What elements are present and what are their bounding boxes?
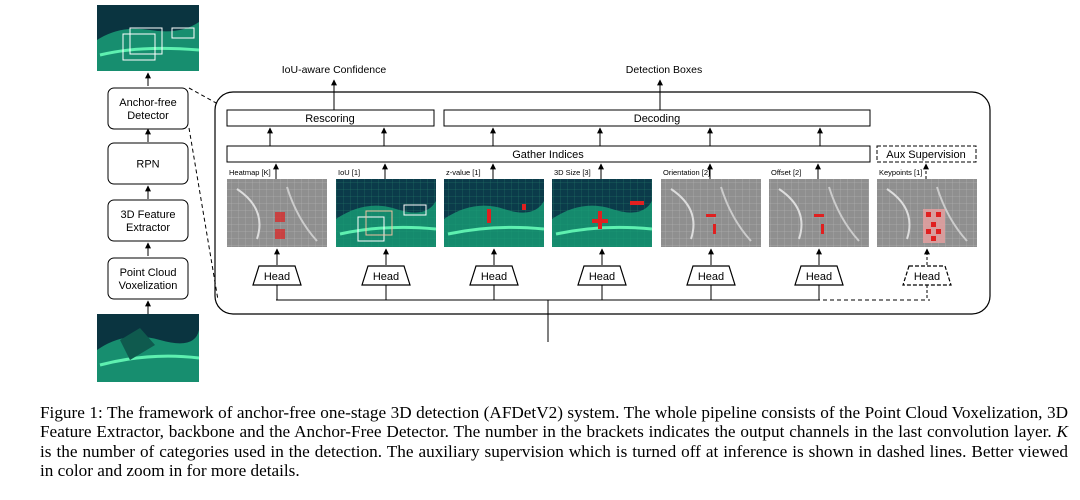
head-block-4	[686, 265, 736, 286]
head-output-label: z-value [1]	[446, 168, 481, 177]
gather-indices-label: Gather Indices	[512, 149, 584, 161]
rescoring-label: Rescoring	[305, 113, 355, 125]
gather-indices-block	[226, 145, 871, 163]
head-block-2	[469, 265, 519, 286]
caption-text-2: is the number of categories used in the …	[40, 441, 1068, 481]
output-confidence-label: IoU-aware Confidence	[282, 64, 387, 76]
caption-var: K	[1056, 422, 1068, 442]
pipeline-step-label: RPN	[136, 159, 159, 171]
aux-supervision-block	[876, 145, 977, 163]
head-block-3	[577, 265, 627, 286]
feature-map-2	[444, 179, 545, 247]
caption-text-1: Figure 1: The framework of anchor-free o…	[40, 403, 1068, 442]
pointcloud-input-image	[97, 314, 200, 382]
detector-container	[214, 91, 991, 315]
head-label: Head	[806, 271, 832, 283]
head-output-label: 3D Size [3]	[554, 168, 591, 177]
head-output-label: IoU [1]	[338, 168, 360, 177]
head-label: Head	[698, 271, 724, 283]
head-output-label: Offset [2]	[771, 168, 801, 177]
head-output-label: Keypoints [1]	[879, 168, 922, 177]
pipeline-step-3	[107, 257, 189, 300]
feature-map-6	[877, 179, 977, 247]
head-output-label: Orientation [2]	[663, 168, 710, 177]
head-label: Head	[264, 271, 290, 283]
feature-map-3	[552, 179, 653, 247]
decoding-block	[443, 109, 871, 127]
head-block-6	[902, 265, 952, 286]
rescoring-block	[226, 109, 435, 127]
head-label: Head	[589, 271, 615, 283]
figure-caption: Figure 1: The framework of anchor-free o…	[40, 403, 1068, 481]
head-block-5	[794, 265, 844, 286]
aux-supervision-label: Aux Supervision	[886, 149, 966, 161]
pipeline-step-1	[107, 142, 189, 185]
feature-map-5	[769, 179, 869, 247]
feature-map-4	[661, 179, 761, 247]
head-label: Head	[481, 271, 507, 283]
feature-map-0	[227, 179, 327, 247]
head-block-1	[361, 265, 411, 286]
feature-map-1	[336, 179, 437, 247]
head-label: Head	[914, 271, 940, 283]
pointcloud-output-image	[97, 5, 200, 71]
head-block-0	[252, 265, 302, 286]
head-output-label: Heatmap [K]	[229, 168, 271, 177]
pipeline-step-2	[107, 199, 189, 242]
output-boxes-label: Detection Boxes	[626, 64, 702, 76]
head-label: Head	[373, 271, 399, 283]
decoding-label: Decoding	[634, 113, 680, 125]
